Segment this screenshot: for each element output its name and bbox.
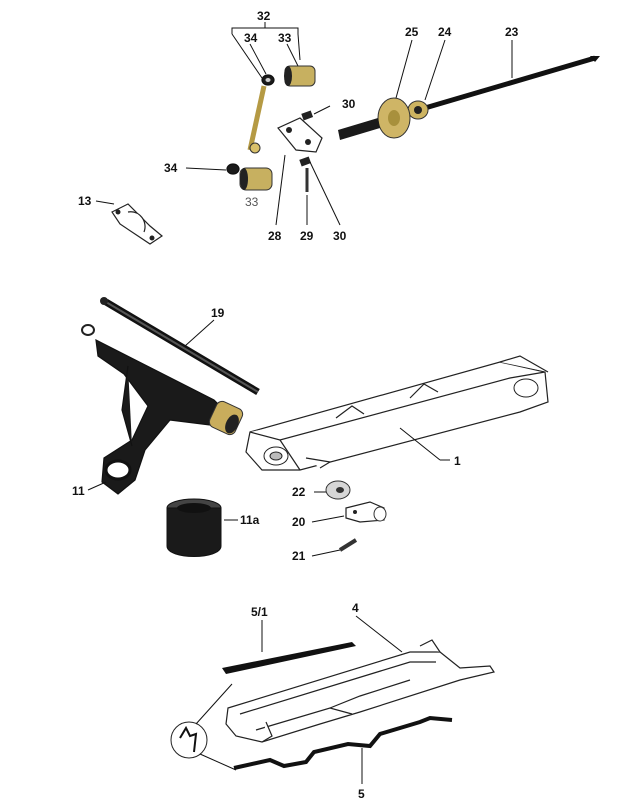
skid-plate-group bbox=[170, 615, 495, 784]
stabilizer-link-group bbox=[185, 22, 316, 191]
label-28: 28 bbox=[268, 229, 282, 243]
label-25: 25 bbox=[405, 25, 419, 39]
label-30-bottom: 30 bbox=[333, 229, 347, 243]
label-30-top: 30 bbox=[342, 97, 356, 111]
label-22: 22 bbox=[292, 485, 306, 499]
label-21: 21 bbox=[292, 549, 306, 563]
bushing-34-bottom bbox=[226, 163, 240, 175]
bushing-11a bbox=[166, 507, 222, 557]
label-13: 13 bbox=[78, 194, 92, 208]
ring bbox=[81, 324, 95, 336]
label-11: 11 bbox=[72, 484, 85, 498]
seal-5 bbox=[233, 715, 453, 770]
nut-30-bottom bbox=[299, 156, 312, 167]
label-29: 29 bbox=[300, 229, 314, 243]
strip-5-1 bbox=[222, 642, 356, 674]
link-rod bbox=[247, 85, 267, 151]
nut-30-top bbox=[301, 110, 314, 121]
label-5-1: 5/1 bbox=[251, 605, 268, 619]
bolt-21 bbox=[338, 538, 358, 552]
rod-23 bbox=[424, 55, 596, 111]
beam-1 bbox=[245, 361, 549, 471]
label-33-bottom: 33 bbox=[245, 195, 259, 209]
clamp-13 bbox=[111, 203, 164, 245]
label-20: 20 bbox=[292, 515, 306, 529]
bracket-28 bbox=[277, 117, 323, 153]
label-34-top: 34 bbox=[244, 31, 258, 45]
axle-group bbox=[81, 297, 549, 557]
labels: 32 34 33 25 24 23 30 34 33 13 28 29 30 1… bbox=[72, 9, 519, 801]
label-33-top: 33 bbox=[278, 31, 292, 45]
detail-circle bbox=[170, 721, 208, 759]
rod-23-group bbox=[338, 39, 600, 140]
bracket-28-group bbox=[275, 105, 341, 226]
label-34-bottom: 34 bbox=[164, 161, 178, 175]
label-24: 24 bbox=[438, 25, 452, 39]
label-5: 5 bbox=[358, 787, 365, 801]
label-4: 4 bbox=[352, 601, 359, 615]
label-19: 19 bbox=[211, 306, 225, 320]
label-32: 32 bbox=[257, 9, 271, 23]
label-1: 1 bbox=[454, 454, 461, 468]
clamp-13-group bbox=[95, 200, 164, 245]
label-23: 23 bbox=[505, 25, 519, 39]
label-11a: 11a bbox=[240, 513, 260, 527]
shaft-end bbox=[338, 118, 380, 140]
